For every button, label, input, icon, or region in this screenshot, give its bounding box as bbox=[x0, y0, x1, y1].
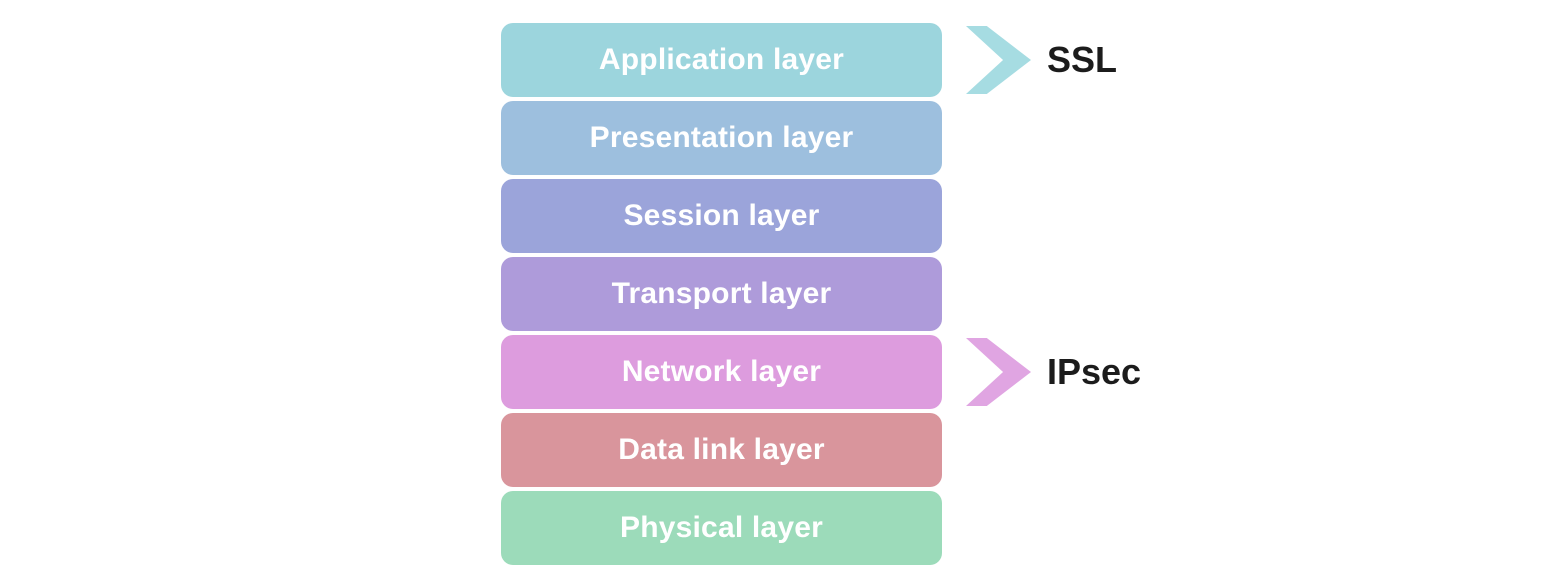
layer-box-transport-layer: Transport layer bbox=[501, 257, 942, 331]
layer-box-session-layer: Session layer bbox=[501, 179, 942, 253]
layer-box-application-layer: Application layer bbox=[501, 23, 942, 97]
layer-label-session-layer: Session layer bbox=[623, 199, 820, 232]
layer-box-network-layer: Network layer bbox=[501, 335, 942, 409]
layer-label-network-layer: Network layer bbox=[621, 355, 822, 388]
layer-box-physical-layer: Physical layer bbox=[501, 491, 942, 565]
layer-stack: Application layer Presentation layer Ses… bbox=[501, 23, 942, 565]
layer-label-transport-layer: Transport layer bbox=[611, 277, 832, 310]
chevron-right-icon-ssl bbox=[966, 26, 1031, 94]
layer-box-data-link-layer: Data link layer bbox=[501, 413, 942, 487]
annotation-ipsec: IPsec bbox=[966, 338, 1141, 406]
layer-box-presentation-layer: Presentation layer bbox=[501, 101, 942, 175]
layer-label-data-link-layer: Data link layer bbox=[618, 433, 825, 466]
layer-label-presentation-layer: Presentation layer bbox=[589, 121, 854, 154]
annotation-label-ssl: SSL bbox=[1047, 39, 1118, 80]
annotation-ssl: SSL bbox=[966, 26, 1117, 94]
chevron-right-icon-ipsec bbox=[966, 338, 1031, 406]
layer-label-application-layer: Application layer bbox=[598, 43, 845, 76]
annotation-label-ipsec: IPsec bbox=[1047, 351, 1142, 392]
layer-label-physical-layer: Physical layer bbox=[620, 511, 823, 544]
